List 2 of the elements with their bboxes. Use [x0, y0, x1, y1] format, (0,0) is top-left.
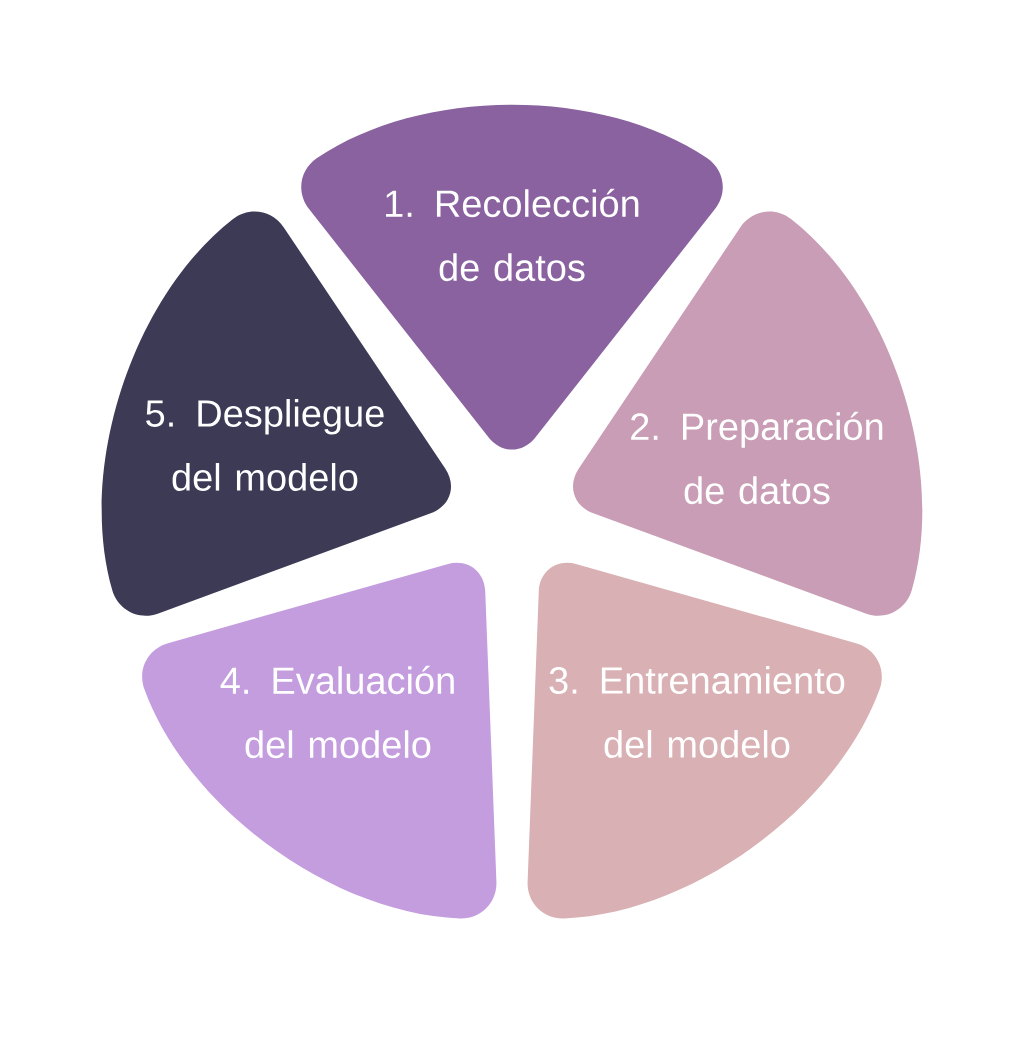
pie-segment: 3. Entrenamiento del modelo: [527, 562, 882, 919]
pie-segment: 4. Evaluación del modelo: [142, 562, 497, 919]
